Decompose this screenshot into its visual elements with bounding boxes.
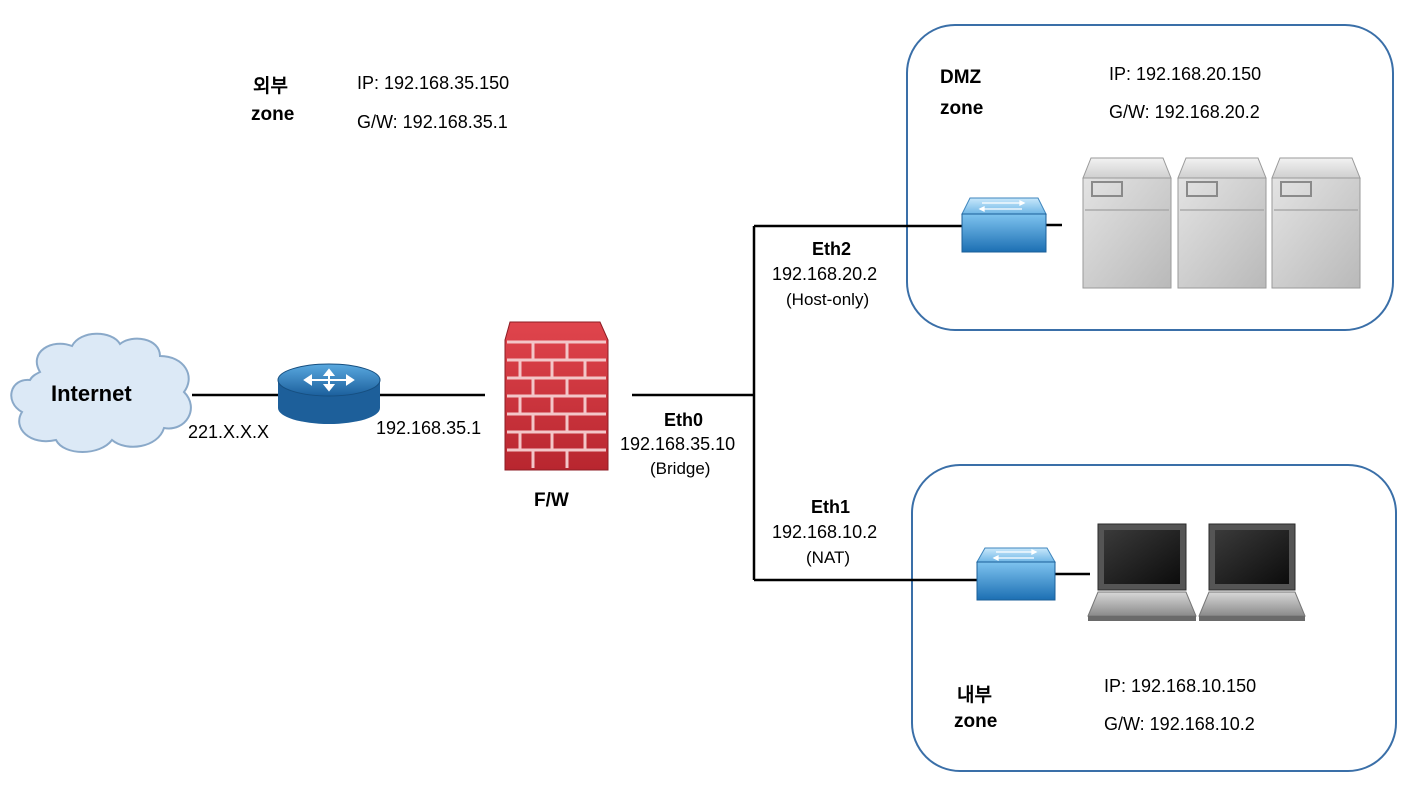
external-zone-ip: IP: 192.168.35.150: [357, 73, 510, 93]
connection-lines: [192, 223, 1090, 582]
external-zone-label: zone: [251, 104, 295, 125]
dmz-zone-label: zone: [940, 98, 984, 119]
internet-ip: 221.X.X.X: [188, 422, 270, 442]
internal-zone-gw: G/W: 192.168.10.2: [1104, 714, 1255, 734]
router-ip: 192.168.35.1: [376, 418, 482, 438]
laptop-icon-1: [1087, 523, 1197, 621]
eth2-mode: (Host-only): [786, 290, 870, 309]
eth0-name: Eth0: [664, 410, 704, 430]
eth0-ip: 192.168.35.10: [620, 434, 736, 454]
internal-switch-icon: [976, 547, 1056, 601]
internal-zone-label: zone: [954, 711, 998, 732]
eth2-ip: 192.168.20.2: [772, 264, 878, 284]
eth2-name: Eth2: [812, 239, 852, 259]
server-icon-3: [1271, 157, 1361, 289]
firewall-label: F/W: [534, 490, 569, 511]
eth0-mode: (Bridge): [650, 459, 711, 478]
dmz-zone-gw: G/W: 192.168.20.2: [1109, 102, 1260, 122]
internet-label: Internet: [51, 381, 132, 406]
internal-zone-ip: IP: 192.168.10.150: [1104, 676, 1257, 696]
server-icon-1: [1082, 157, 1172, 289]
external-zone-gw: G/W: 192.168.35.1: [357, 112, 508, 132]
dmz-zone-ip: IP: 192.168.20.150: [1109, 64, 1262, 84]
external-zone-name: 외부: [253, 76, 288, 97]
server-icon-2: [1177, 157, 1267, 289]
dmz-zone-name: DMZ: [940, 67, 982, 88]
dmz-switch-icon: [961, 197, 1047, 253]
eth1-ip: 192.168.10.2: [772, 522, 878, 542]
internal-zone-box: [911, 464, 1397, 772]
laptop-icon-2: [1198, 523, 1306, 621]
firewall-icon: [504, 321, 609, 471]
dmz-zone-box: [906, 24, 1394, 331]
router-icon: [277, 363, 381, 424]
cloud-icon: [10, 332, 192, 453]
internal-zone-name: 내부: [957, 685, 992, 706]
eth1-mode: (NAT): [806, 548, 851, 567]
eth1-name: Eth1: [811, 497, 851, 517]
